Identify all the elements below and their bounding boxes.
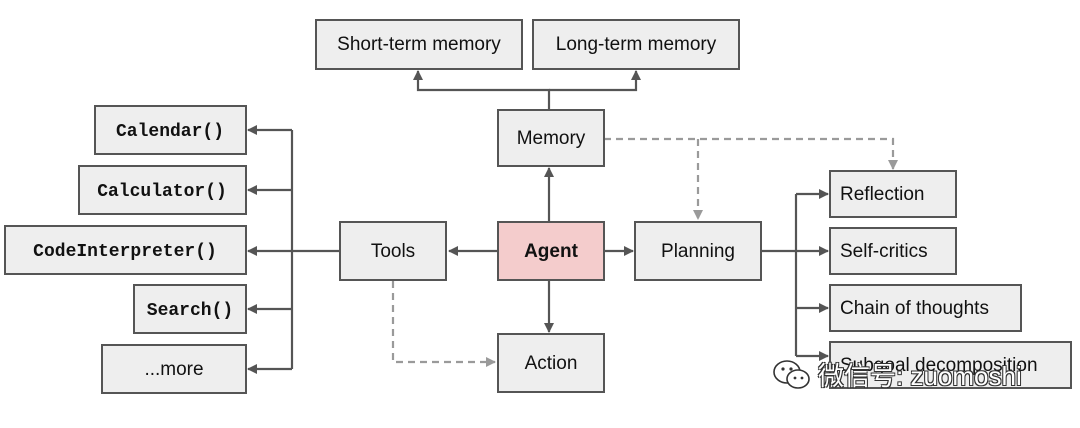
node-code-interpreter: CodeInterpreter() xyxy=(4,225,247,275)
node-planning: Planning xyxy=(634,221,762,281)
edge-dashed-memory-to-reflection xyxy=(604,137,898,170)
node-short-term-memory: Short-term memory xyxy=(315,19,523,70)
node-memory: Memory xyxy=(497,109,605,167)
node-long-term-memory: Long-term memory xyxy=(532,19,740,70)
edge-planning-trunk xyxy=(761,194,798,356)
node-tools: Tools xyxy=(339,221,447,281)
edge-dashed-tools-to-action xyxy=(391,281,496,367)
node-subgoal-decomposition: Subgoal decomposition xyxy=(829,341,1072,389)
node-chain-of-thoughts: Chain of thoughts xyxy=(829,284,1022,332)
node-subgoal-decomposition-label: Subgoal decomposition xyxy=(840,355,1038,376)
node-memory-label: Memory xyxy=(517,128,586,149)
edge-tools-trunk xyxy=(290,130,340,369)
node-action: Action xyxy=(497,333,605,393)
node-long-term-memory-label: Long-term memory xyxy=(556,34,717,55)
watermark-text: 微信号: zuomoshi xyxy=(818,361,1022,391)
edges xyxy=(247,70,898,374)
node-code-interpreter-label: CodeInterpreter() xyxy=(33,242,217,262)
node-agent: Agent xyxy=(497,221,605,281)
watermark: 微信号: zuomoshi xyxy=(772,356,1022,393)
node-calendar: Calendar() xyxy=(94,105,247,155)
node-calendar-label: Calendar() xyxy=(116,122,224,142)
node-more: ...more xyxy=(101,344,247,394)
node-reflection: Reflection xyxy=(829,170,957,218)
node-search: Search() xyxy=(133,284,247,334)
node-tools-label: Tools xyxy=(371,241,415,262)
node-search-label: Search() xyxy=(147,301,233,321)
node-planning-label: Planning xyxy=(661,241,735,262)
wechat-icon xyxy=(773,359,810,389)
node-reflection-label: Reflection xyxy=(840,184,925,205)
node-self-critics: Self-critics xyxy=(829,227,957,275)
node-more-label: ...more xyxy=(144,359,203,380)
node-chain-of-thoughts-label: Chain of thoughts xyxy=(840,298,989,319)
edge-memory-to-memory-types xyxy=(413,70,551,110)
node-calculator: Calculator() xyxy=(78,165,247,215)
node-action-label: Action xyxy=(525,353,578,374)
node-agent-label: Agent xyxy=(524,241,579,262)
node-calculator-label: Calculator() xyxy=(97,182,227,202)
node-self-critics-label: Self-critics xyxy=(840,241,928,262)
edge-memory-to-long-term xyxy=(549,70,641,92)
node-short-term-memory-label: Short-term memory xyxy=(337,34,501,55)
